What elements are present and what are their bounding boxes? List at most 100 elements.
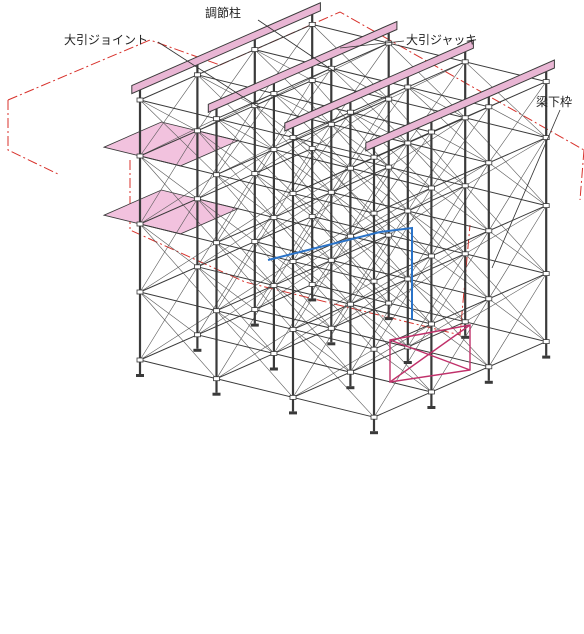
coupler-joint: [427, 389, 435, 395]
cross-brace: [350, 167, 408, 212]
coupler-joint: [404, 276, 412, 282]
coupler-joint: [308, 213, 316, 219]
ledger: [139, 23, 313, 101]
top-beam: [207, 20, 398, 114]
cross-brace: [273, 93, 332, 125]
cross-brace: [331, 192, 409, 280]
cross-brace: [197, 74, 275, 150]
coupler-joint: [542, 135, 550, 141]
beam-frame-diag-1: [389, 339, 471, 371]
cross-brace: [197, 130, 275, 218]
ledger: [197, 334, 432, 393]
label-adjust-post: 調節柱: [205, 5, 241, 20]
coupler-joint: [213, 308, 220, 314]
coupler-joint: [136, 153, 144, 159]
cross-brace: [373, 348, 432, 393]
coupler-joint: [346, 233, 354, 239]
label-beam-frame: 梁下枠: [536, 94, 572, 109]
coupler-joint: [289, 326, 297, 332]
coupler-joint: [270, 215, 278, 220]
cross-brace: [292, 329, 351, 373]
coupler-joint: [213, 116, 220, 122]
cross-brace: [488, 230, 547, 274]
ledger: [139, 223, 375, 282]
coupler-joint: [427, 253, 435, 259]
cross-brace: [331, 124, 409, 212]
cross-brace: [331, 124, 389, 168]
cross-brace: [216, 118, 275, 150]
leader-beam-frame: [491, 109, 561, 269]
cross-brace: [254, 173, 313, 217]
ledger: [254, 49, 489, 108]
cross-brace: [350, 167, 432, 257]
coupler-joint: [461, 251, 469, 257]
base-plate: [136, 374, 144, 377]
ledger: [139, 99, 375, 158]
cross-brace: [407, 210, 490, 300]
coupler-joint: [385, 232, 393, 238]
base-plate: [250, 323, 259, 327]
ledger: [216, 302, 389, 380]
top-beam: [284, 39, 474, 132]
coupler-joint: [251, 171, 259, 177]
boundary-line-back: [7, 39, 221, 101]
coupler-joint: [346, 165, 354, 171]
coupler-joint: [136, 357, 144, 363]
cross-brace: [139, 99, 198, 132]
coupler-joint: [485, 364, 493, 370]
cross-brace: [292, 193, 351, 237]
cross-brace: [350, 111, 408, 144]
coupler-joint: [193, 196, 201, 202]
cross-brace: [139, 155, 217, 243]
cross-brace: [464, 117, 547, 206]
coupler-joint: [370, 154, 378, 160]
coupler-joint: [542, 79, 550, 84]
ledger: [139, 147, 313, 225]
cross-brace: [407, 86, 466, 119]
cross-brace: [197, 198, 275, 286]
cross-brace: [139, 291, 217, 379]
coupler-joint: [193, 128, 201, 134]
coupler-joint: [308, 281, 316, 287]
cross-brace: [273, 149, 332, 193]
ledger: [312, 79, 547, 139]
ledger: [139, 79, 313, 157]
base-plate: [308, 298, 317, 302]
ledger: [292, 321, 466, 398]
cross-brace: [254, 49, 313, 81]
coupler-joint: [327, 257, 335, 263]
ledger: [216, 166, 389, 244]
cross-brace: [273, 285, 351, 373]
coupler-joint: [542, 339, 550, 345]
coupler-joint: [289, 190, 297, 196]
cross-brace: [273, 217, 332, 261]
cross-brace: [292, 261, 351, 305]
ledger: [373, 273, 547, 350]
base-plate: [403, 361, 412, 364]
cross-brace: [139, 223, 217, 311]
coupler-joint: [289, 394, 297, 400]
cross-brace: [292, 329, 375, 418]
ledger: [197, 74, 432, 133]
cross-brace: [331, 260, 409, 348]
leader-adjust-post: [257, 19, 336, 73]
ledger: [292, 253, 466, 330]
cross-brace: [407, 278, 490, 368]
base-plate: [370, 431, 378, 435]
coupler-joint: [327, 121, 335, 127]
ledger: [292, 61, 466, 138]
ledger: [373, 205, 547, 282]
coupler-joint: [213, 240, 220, 246]
coupler-joint: [461, 115, 469, 121]
cross-brace: [407, 278, 466, 323]
ledger: [373, 137, 547, 214]
cross-brace: [488, 162, 547, 206]
coupler-joint: [385, 96, 393, 102]
coupler-joint: [251, 307, 259, 313]
coupler-joint: [427, 185, 435, 191]
ledger: [292, 185, 466, 262]
ledger: [254, 309, 489, 368]
cross-brace: [431, 255, 489, 300]
ledger: [216, 98, 389, 176]
cross-brace: [139, 291, 198, 336]
